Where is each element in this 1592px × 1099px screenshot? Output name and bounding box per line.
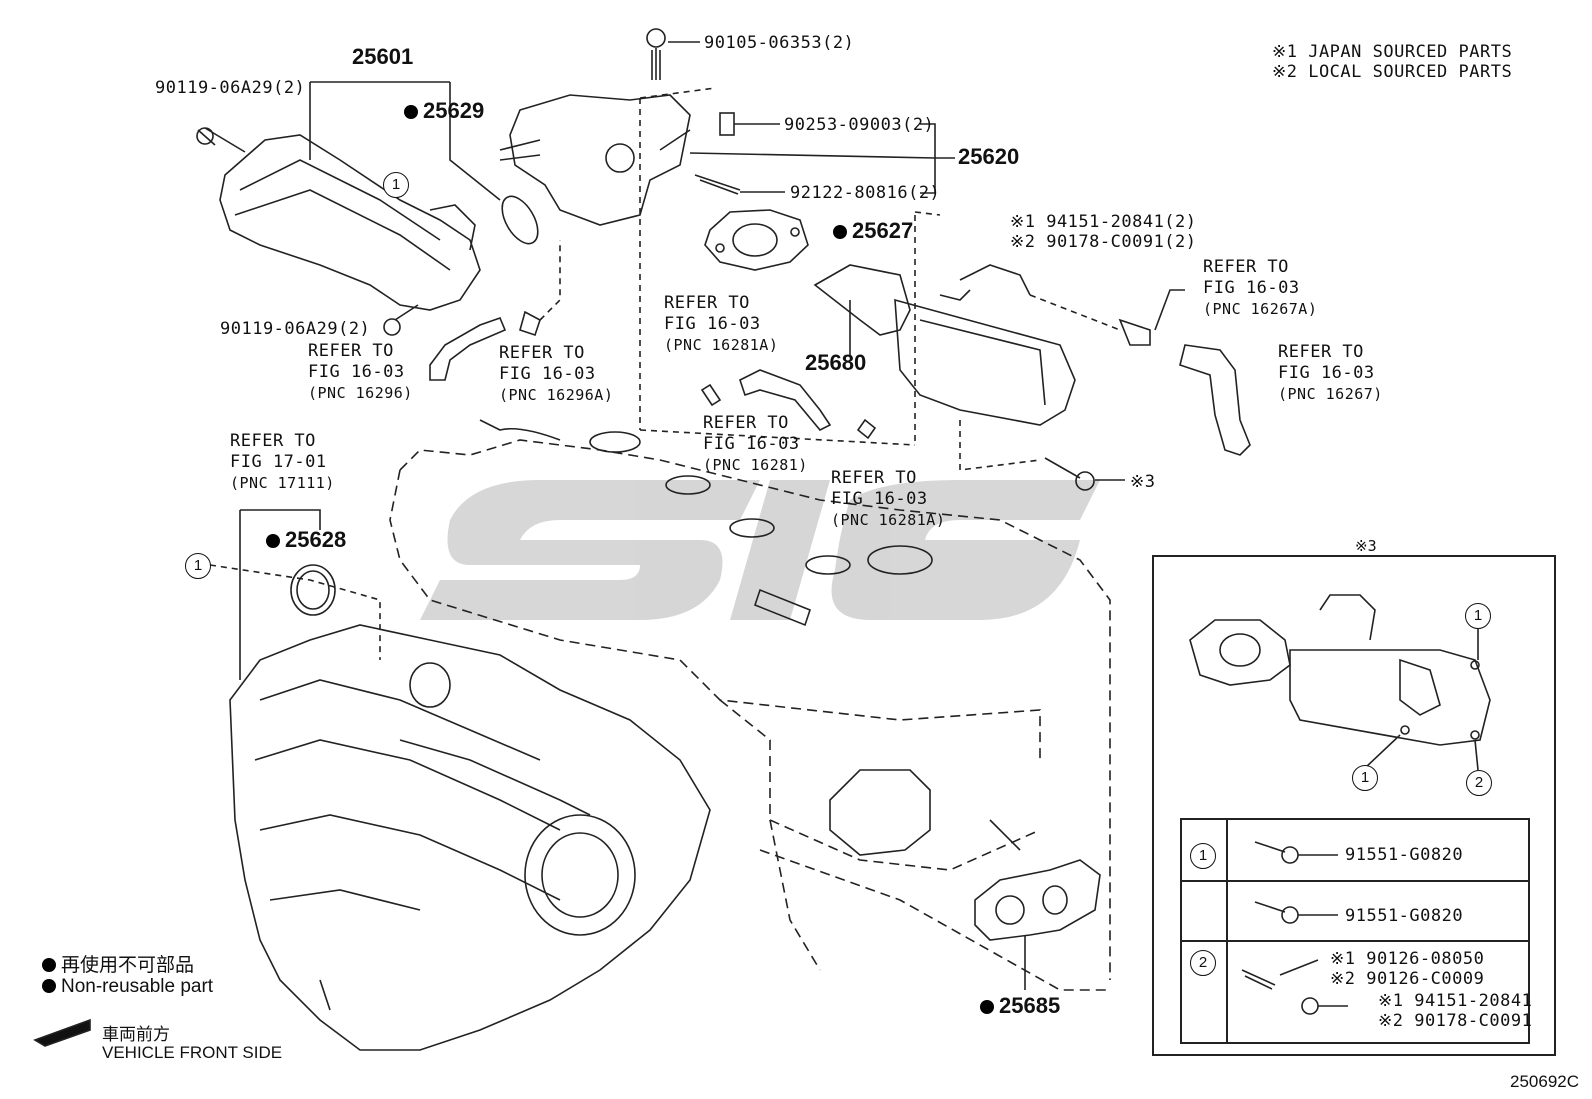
- inset-title: ※3: [1355, 537, 1377, 555]
- bolt-90119-upper: [196, 127, 246, 153]
- table-part-row2-d: ※2 90178-C0091: [1378, 1011, 1533, 1031]
- table-part-row2-a: ※1 90126-08050: [1330, 949, 1485, 969]
- intake-pipe-25601: [219, 134, 481, 311]
- front-jp: 車両前方: [102, 1025, 170, 1044]
- bolt-90119-upper-label: 90119-06A29(2): [155, 78, 306, 98]
- circle-ref-1-left: 1: [185, 553, 211, 579]
- stud-92122-label: 92122-80816(2): [790, 183, 941, 203]
- inset-circle-2: 2: [1466, 770, 1492, 796]
- table-row: [1182, 940, 1528, 1044]
- note-local-sourced: ※2 LOCAL SOURCED PARTS: [1272, 62, 1513, 82]
- table-part-row2-c: ※1 94151-20841: [1378, 991, 1533, 1011]
- inset-circle-1-top: 1: [1465, 603, 1491, 629]
- intake-manifold: [229, 624, 711, 1051]
- table-bolt-icons: [1241, 841, 1348, 1015]
- part-25629: 25629: [404, 98, 484, 124]
- table-part-row1: 91551-G0820: [1345, 845, 1464, 865]
- table-row: [1182, 880, 1528, 942]
- part-25601: 25601: [352, 44, 414, 69]
- part-25628: 25628: [266, 527, 346, 553]
- circle-ref-1-upper: 1: [383, 172, 409, 198]
- fastener-table: [1180, 818, 1530, 1044]
- bolt-90119-lower-label: 90119-06A29(2): [220, 319, 371, 339]
- table-circle-1: 1: [1190, 843, 1216, 869]
- ref-x3-label: ※3: [1130, 472, 1156, 492]
- note-japan-sourced: ※1 JAPAN SOURCED PARTS: [1272, 42, 1513, 62]
- legend-jp: 再使用不可部品: [42, 950, 194, 977]
- engine-head-outline: [389, 439, 1111, 991]
- legend-dot: [42, 979, 56, 993]
- non-reusable-dot: [266, 534, 280, 548]
- front-en: VEHICLE FRONT SIDE: [102, 1043, 283, 1062]
- egr-valve-25620: [499, 94, 691, 226]
- inset-cooler-drawing: [1189, 594, 1491, 771]
- table-row: [1182, 818, 1528, 880]
- collar-90253-label: 90253-09003(2): [784, 115, 935, 135]
- nut-90178-label: ※2 90178-C0091(2): [1010, 232, 1197, 252]
- legend-en: Non-reusable part: [42, 976, 213, 998]
- diagram-id: 250692C: [1510, 1072, 1580, 1091]
- nut-94151-label: ※1 94151-20841(2): [1010, 212, 1197, 232]
- part-25680: 25680: [805, 350, 867, 375]
- non-reusable-dot: [404, 105, 418, 119]
- part-25685: 25685: [980, 993, 1060, 1019]
- non-reusable-dot: [833, 225, 847, 239]
- legend-dot: [42, 958, 56, 972]
- watermark-logo: [420, 480, 1100, 620]
- bolt-90119-lower: [383, 304, 419, 336]
- non-reusable-dot: [980, 1000, 994, 1014]
- part-25627: 25627: [833, 218, 913, 244]
- egr-cooler-25680: [813, 264, 1076, 426]
- inset-circle-1-bottom: 1: [1352, 765, 1378, 791]
- table-circle-2: 2: [1190, 950, 1216, 976]
- inset-panel: [1152, 555, 1556, 1056]
- part-25620: 25620: [958, 144, 1020, 169]
- table-part-row1b: 91551-G0820: [1345, 906, 1464, 926]
- bolt-90105-label: 90105-06353(2): [704, 33, 855, 53]
- table-part-row2-b: ※2 90126-C0009: [1330, 969, 1485, 989]
